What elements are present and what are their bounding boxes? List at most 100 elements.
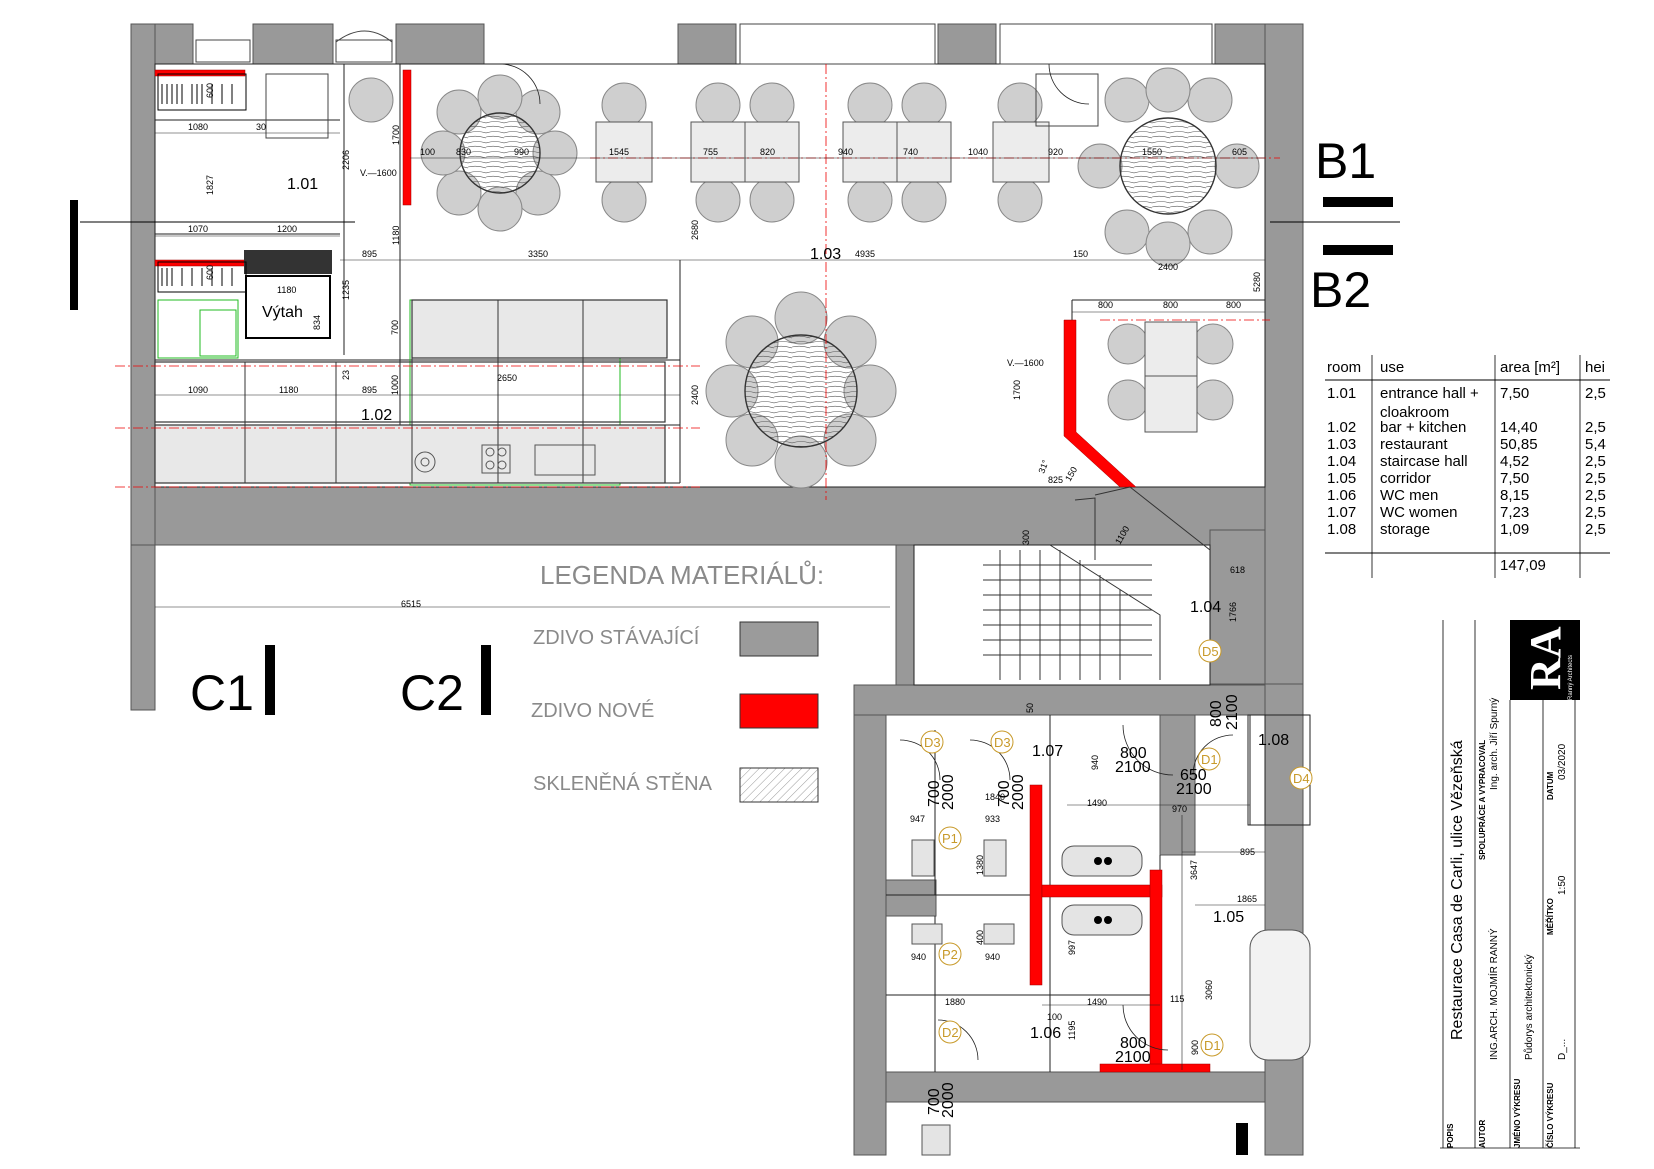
dim-940-a: 940 bbox=[838, 147, 853, 157]
table-cell: cloakroom bbox=[1380, 404, 1449, 421]
dim-1766: 1766 bbox=[1228, 602, 1238, 622]
dim-1180: 1180 bbox=[277, 285, 296, 295]
title-spoluprace: Ing. arch. Jiří Spurný bbox=[1489, 698, 1500, 790]
room-label-101: 1.01 bbox=[287, 176, 318, 193]
dim-825: 825 bbox=[1048, 475, 1063, 485]
dim-1545: 1545 bbox=[609, 147, 629, 157]
title-popis: Restaurace Casa de Carli, ulice Vězeňská bbox=[1449, 740, 1466, 1040]
table-cell: WC women bbox=[1380, 504, 1458, 521]
dim-2000-b: 2000 bbox=[1010, 774, 1027, 810]
dim-2100-d1b: 2100 bbox=[1115, 1049, 1151, 1066]
room-label-103: 1.03 bbox=[810, 246, 841, 263]
dim-1490-a: 1490 bbox=[1087, 798, 1107, 808]
dim-2400-v: 2400 bbox=[690, 385, 700, 405]
restaurant-furniture bbox=[265, 67, 1260, 489]
kitchen-dividers bbox=[244, 300, 584, 483]
legend-swatch-existing bbox=[739, 621, 819, 657]
dim-1200: 1200 bbox=[277, 224, 297, 234]
table-cell: bar + kitchen bbox=[1380, 419, 1466, 436]
dim-1490-b: 1490 bbox=[1087, 997, 1107, 1007]
section-label-c2: C2 bbox=[400, 665, 464, 721]
door-tag-d3-right: D3 bbox=[994, 735, 1011, 750]
dim-1827: 1827 bbox=[205, 175, 215, 195]
dim-2100-v: 2100 bbox=[1224, 694, 1241, 730]
dim-800-a: 800 bbox=[1098, 300, 1113, 310]
section-label-b2: B2 bbox=[1310, 262, 1371, 318]
dim-1070: 1070 bbox=[188, 224, 208, 234]
dim-1700-a: 1700 bbox=[391, 125, 401, 145]
dim-1000: 1000 bbox=[390, 375, 400, 395]
dim-2206: 2206 bbox=[341, 150, 351, 170]
table-cell: 50,85 bbox=[1500, 436, 1538, 453]
table-total-area: 147,09 bbox=[1500, 557, 1546, 574]
logo-block bbox=[1510, 620, 1580, 700]
title-jmeno-label: JMÉNO VÝKRESU bbox=[1513, 1078, 1522, 1148]
table-cell: restaurant bbox=[1380, 436, 1448, 453]
dim-947: 947 bbox=[910, 814, 925, 824]
table-cell: staircase hall bbox=[1380, 453, 1468, 470]
table-header-use: use bbox=[1380, 359, 1404, 376]
title-meritko: 1:50 bbox=[1557, 875, 1568, 895]
title-cislo-label: ČÍSLO VÝKRESU bbox=[1546, 1082, 1555, 1148]
door-tags bbox=[920, 639, 1313, 1057]
door-tag-d1-bottom: D1 bbox=[1204, 1038, 1221, 1053]
table-cell: 8,15 bbox=[1500, 487, 1529, 504]
room-label-102: 1.02 bbox=[361, 407, 392, 424]
table-header-height: hei bbox=[1585, 359, 1605, 376]
dim-3350: 3350 bbox=[528, 249, 548, 259]
room-labels: 1.01 1.02 1.03 1.04 1.05 1.06 1.07 1.08 bbox=[287, 176, 1289, 1042]
table-cell: 1.08 bbox=[1327, 521, 1356, 538]
legend-label-existing: ZDIVO STÁVAJÍCÍ bbox=[533, 626, 700, 649]
dim-700-d: 700 bbox=[926, 1088, 943, 1115]
title-datum-label: DATUM bbox=[1546, 771, 1555, 800]
table-cell: 7,23 bbox=[1500, 504, 1529, 521]
door-tag-d4: D4 bbox=[1293, 771, 1310, 786]
dim-940-b: 940 bbox=[911, 952, 926, 962]
dim-1865: 1865 bbox=[1237, 894, 1257, 904]
table-cell: storage bbox=[1380, 521, 1430, 538]
dim-895-a: 895 bbox=[362, 249, 377, 259]
title-datum: 03/2020 bbox=[1557, 743, 1568, 780]
dim-1180-b: 1180 bbox=[279, 385, 298, 395]
dim-2100-d1: 2100 bbox=[1115, 759, 1151, 776]
door-tag-d2: D2 bbox=[942, 1025, 959, 1040]
dim-6515: 6515 bbox=[401, 599, 421, 609]
table-header-area: area [m²] bbox=[1500, 359, 1560, 376]
room-label-105: 1.05 bbox=[1213, 909, 1244, 926]
dim-1550: 1550 bbox=[1142, 147, 1162, 157]
door-tag-d3-left: D3 bbox=[924, 735, 941, 750]
dim-700-b: 700 bbox=[926, 780, 943, 807]
dim-740: 740 bbox=[903, 147, 918, 157]
table-cell: 7,50 bbox=[1500, 470, 1529, 487]
legend-swatch-new bbox=[739, 693, 819, 729]
dim-v1600-a: V.—1600 bbox=[360, 168, 397, 178]
dim-2400-top: 2400 bbox=[1158, 262, 1178, 272]
dim-1040: 1040 bbox=[968, 147, 988, 157]
legend-label-glass: SKLENĚNÁ STĚNA bbox=[533, 772, 713, 795]
dim-1235: 1235 bbox=[341, 280, 351, 300]
table-cell: 5,4 bbox=[1585, 436, 1606, 453]
dim-2650: 2650 bbox=[497, 373, 517, 383]
dim-900: 900 bbox=[1190, 1040, 1200, 1055]
table-cell: 2,5 bbox=[1585, 504, 1606, 521]
table-cell: 1.04 bbox=[1327, 453, 1356, 470]
room-label-106: 1.06 bbox=[1030, 1025, 1061, 1042]
dim-1080: 1080 bbox=[188, 122, 208, 132]
title-block: RA Ranný Architects Restaurace Casa de C… bbox=[1440, 620, 1580, 1149]
dim-4935: 4935 bbox=[855, 249, 875, 259]
dim-100-b: 100 bbox=[1047, 1012, 1062, 1022]
dimension-labels: 1080 30 1070 1200 1180 895 3350 4935 150… bbox=[188, 83, 1262, 1118]
table-cell: WC men bbox=[1380, 487, 1438, 504]
dim-650: 650 bbox=[1180, 767, 1207, 784]
dim-2100-d4: 2100 bbox=[1176, 781, 1212, 798]
dim-2680: 2680 bbox=[690, 220, 700, 240]
dim-1195: 1195 bbox=[1067, 1021, 1077, 1040]
table-cell: 4,52 bbox=[1500, 453, 1529, 470]
dim-150-b: 150 bbox=[1063, 465, 1079, 483]
table-cell: 2,5 bbox=[1585, 453, 1606, 470]
coat-racks bbox=[157, 73, 247, 293]
dim-800-c: 800 bbox=[1226, 300, 1241, 310]
dim-300: 300 bbox=[1021, 530, 1031, 545]
dim-115: 115 bbox=[1170, 994, 1184, 1004]
